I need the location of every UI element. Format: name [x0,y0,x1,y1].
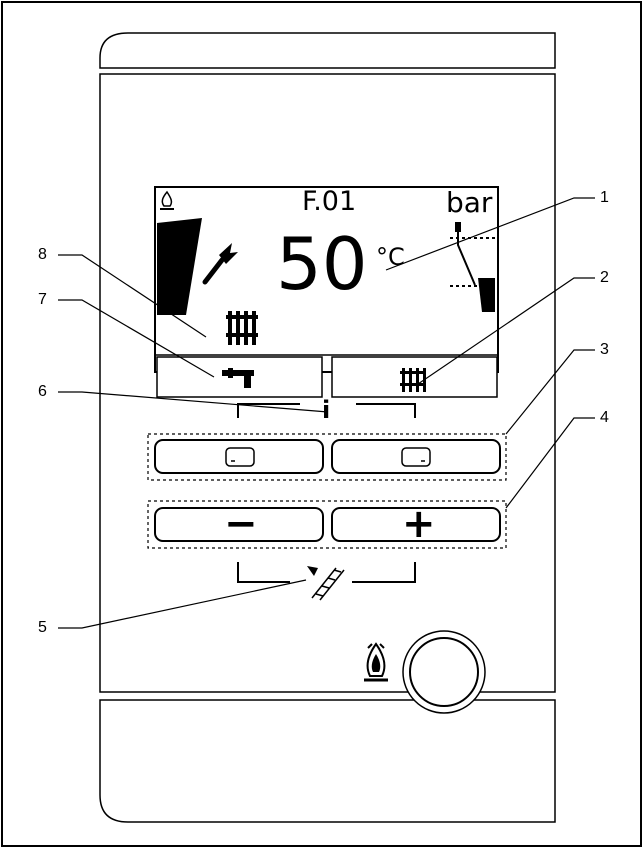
heating-output-bar [157,218,202,315]
chimney-sweep-bracket [237,562,416,583]
pressure-gauge [450,222,495,312]
flame-icon [160,190,174,210]
callout-3: 3 [600,341,609,358]
minus-button[interactable] [154,507,324,542]
selection-key-left-icon [225,447,255,467]
callout-1: 1 [600,189,609,206]
radiator-icon [226,311,258,345]
plus-button-label: + [402,501,436,547]
power-knob-inner[interactable] [409,637,479,707]
softkey-hot-water-box [156,356,323,398]
plus-button[interactable] [331,507,501,542]
tap-icon [222,368,254,388]
callout-7: 7 [38,291,47,308]
top-cover [99,32,556,69]
lcd-display [154,186,499,373]
leader-5 [58,579,307,629]
leader-7 [58,299,215,378]
pressure-unit-text: bar [446,186,493,219]
error-code-text: F.01 [302,186,357,217]
chimney-sweep-icon [307,566,345,601]
leader-1 [385,197,595,271]
callout-4: 4 [600,409,609,426]
softkey-heating-box [331,356,498,398]
leader-6 [58,391,329,413]
callout-6: 6 [38,383,47,400]
temperature-unit-text: °C [376,243,405,271]
minus-button-label: − [224,501,258,547]
info-bracket [237,403,416,418]
info-icon: i [322,396,331,424]
leader-lines [58,197,595,629]
temperature-value-text: 50 [276,222,368,306]
callout-2: 2 [600,269,609,286]
selection-buttons-group [147,433,507,481]
leader-4 [505,417,595,509]
callout-8: 8 [38,246,47,263]
flame-symbol-icon [364,642,388,682]
plus-minus-buttons-group [147,500,507,549]
selection-key-right-icon [401,447,431,467]
leader-8 [58,254,207,338]
bottom-cover [99,699,556,823]
leader-3 [505,349,595,435]
leader-2 [417,277,595,385]
wrench-icon [202,243,238,285]
callout-5: 5 [38,619,47,636]
